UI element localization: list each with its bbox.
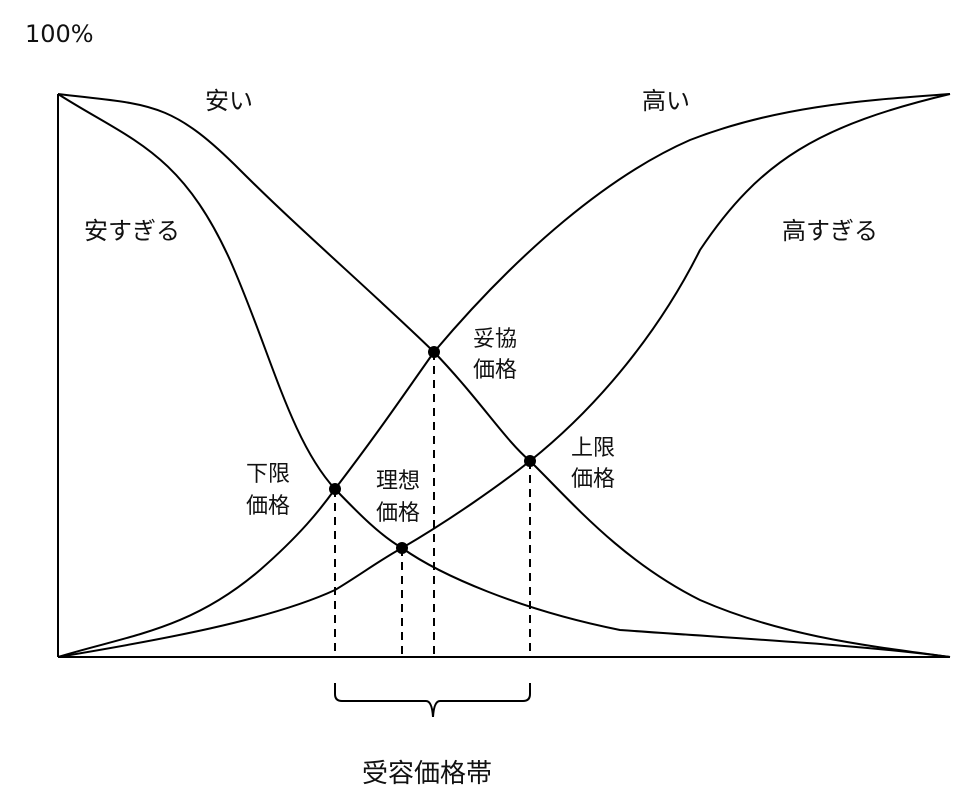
label-ideal-line1: 理想 [376,469,420,494]
label-lower-line1: 下限 [246,462,290,487]
curve-expensive [57,93,951,658]
label-acceptable-range: 受容価格帯 [362,759,492,789]
curve-too-cheap [57,93,951,658]
label-too-cheap: 安すぎる [84,217,180,245]
point-upper [524,455,536,467]
label-upper-line1: 上限 [571,436,615,461]
y-axis-max-label: 100% [25,20,94,48]
acceptable-range-brace [334,683,531,718]
label-compromise-line1: 妥協 [473,327,517,352]
point-ideal [396,542,408,554]
label-upper-line2: 価格 [571,467,615,492]
label-expensive: 高い [642,87,690,115]
point-compromise [428,346,440,358]
curve-too-expensive [57,93,951,658]
curve-cheap [57,93,951,658]
label-ideal-line2: 価格 [376,501,420,526]
label-cheap: 安い [205,87,253,115]
label-too-expensive: 高すぎる [782,217,878,245]
label-lower-line2: 価格 [246,494,290,519]
point-lower [329,483,341,495]
label-compromise-line2: 価格 [473,358,517,383]
